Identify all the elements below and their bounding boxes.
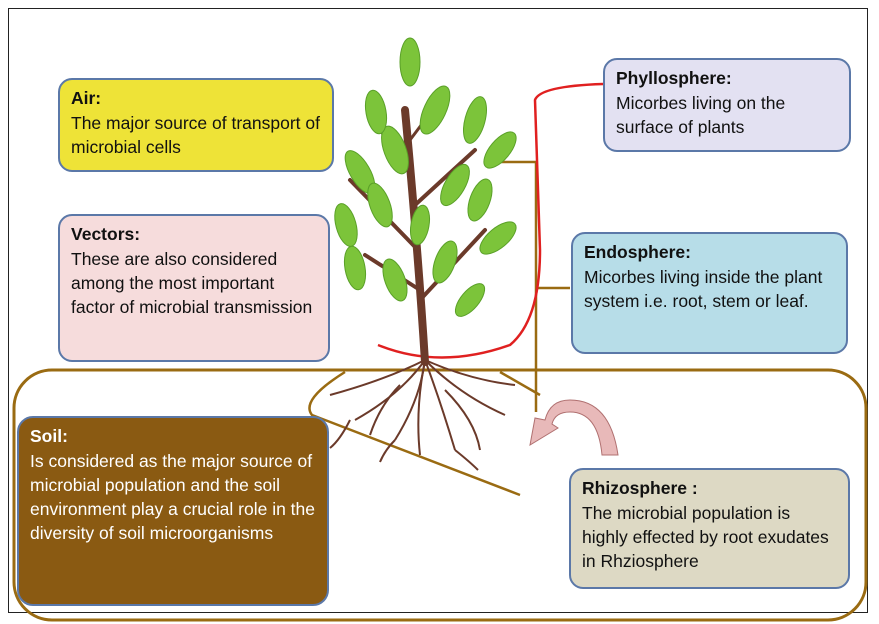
phyllosphere-title: Phyllosphere: [616,66,839,90]
rhizosphere-box: Rhizosphere : The microbial population i… [569,468,850,589]
soil-box: Soil: Is considered as the major source … [17,416,329,606]
endosphere-box: Endosphere: Micorbes living inside the p… [571,232,848,354]
rhizosphere-body: The microbial population is highly effec… [582,501,838,573]
soil-body: Is considered as the major source of mic… [30,449,317,545]
vectors-body: These are also considered among the most… [71,247,318,319]
vectors-title: Vectors: [71,222,318,246]
phyllosphere-body: Micorbes living on the surface of plants [616,91,839,139]
phyllosphere-box: Phyllosphere: Micorbes living on the sur… [603,58,851,152]
endosphere-bracket [498,162,570,412]
rhizosphere-title: Rhizosphere : [582,476,838,500]
air-box: Air: The major source of transport of mi… [58,78,334,172]
vectors-box: Vectors: These are also considered among… [58,214,330,362]
endosphere-body: Micorbes living inside the plant system … [584,265,836,313]
rhizosphere-bracket [309,372,520,495]
leaves [331,38,522,321]
soil-title: Soil: [30,424,317,448]
air-body: The major source of transport of microbi… [71,111,322,159]
air-title: Air: [71,86,322,110]
curved-arrow [530,400,618,455]
roots [330,360,515,470]
endosphere-title: Endosphere: [584,240,836,264]
